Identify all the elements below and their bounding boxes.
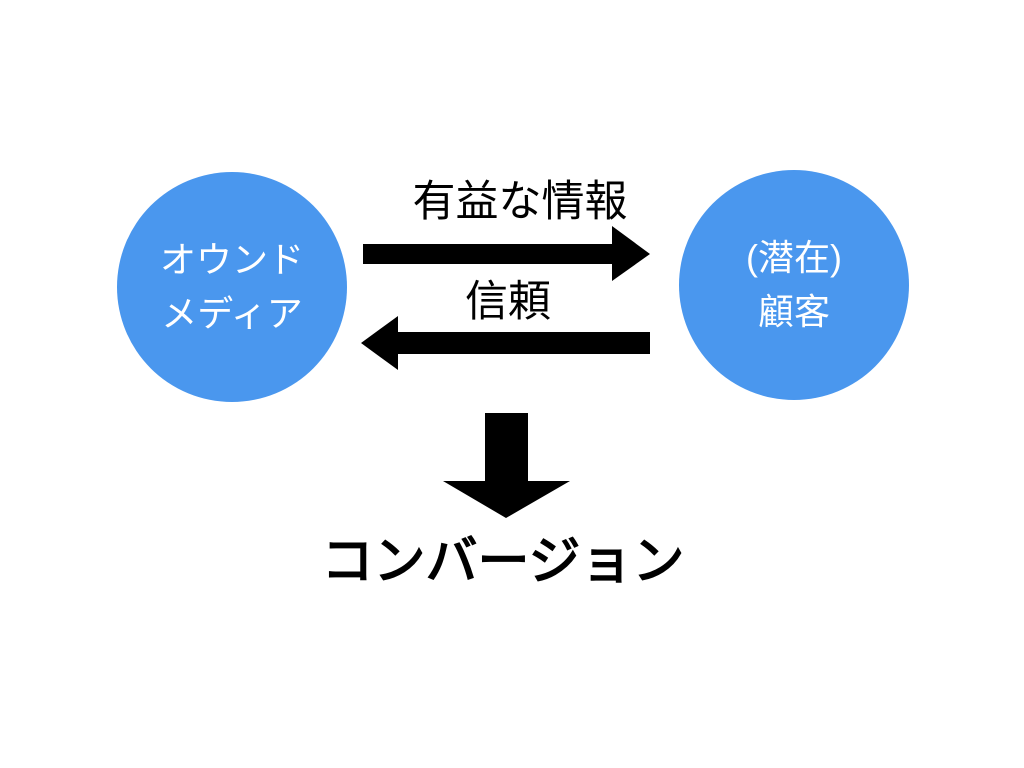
arrow-down-icon: [443, 413, 570, 518]
potential-customer-circle: (潜在) 顧客: [679, 170, 909, 400]
arrow-right-icon: [363, 226, 650, 281]
owned-media-label-line2: メディア: [161, 293, 303, 334]
owned-media-circle: オウンド メディア: [117, 172, 347, 402]
return-arrow-label: 信頼: [465, 278, 551, 326]
conversion-label: コンバージョン: [321, 533, 685, 591]
potential-customer-label-line1: (潜在): [746, 237, 842, 278]
forward-arrow-label: 有益な情報: [412, 178, 628, 226]
potential-customer-label-line2: 顧客: [757, 291, 830, 332]
owned-media-label-line1: オウンド: [159, 239, 304, 280]
